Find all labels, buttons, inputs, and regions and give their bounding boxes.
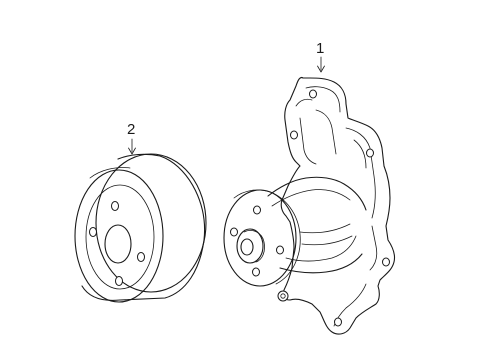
pump-neck-ridge [285,235,357,262]
callout-1: 1 [316,40,325,73]
callout-1-number: 1 [316,40,324,57]
pump-mount-hole [290,130,298,140]
pulley [74,153,207,303]
pump-body-contour [299,117,317,165]
pump-neck-ridge [299,223,351,234]
pump-body-outline [280,76,396,335]
pulley-front-face [74,169,164,303]
pump-mount-hole [382,257,390,267]
pump-shaft-boss-edge [243,230,265,263]
pump-mount-hole [334,317,342,327]
pump-mount-hole [309,89,317,99]
pulley-flange-edge [89,167,131,179]
pump-shaft [240,238,254,256]
pump-shaft-boss [236,228,264,264]
pump-hub-bolt-hole [253,205,261,215]
pump-hub-bolt-hole [276,245,284,255]
pump-neck-top [267,176,367,211]
pulley-cylinder-outline [81,153,206,301]
pump-mount-hole [277,290,289,302]
callout-2-arrowhead [128,147,136,155]
pump-body-contour [315,109,337,155]
pump-body-contour [345,127,376,219]
callout-1-arrowhead [317,65,325,73]
pump-hub-bolt-hole [252,267,260,277]
pump-body-contour [353,139,367,169]
pump-hub-bolt-hole [230,227,238,237]
pump-hub-flange [223,189,297,287]
pulley-bolt-hole [111,201,119,211]
pulley-back-rim [95,153,207,293]
pulley-center-bore [104,224,132,264]
callout-2-number: 2 [127,121,135,138]
pump-body-contour [295,98,313,107]
pump-body-contour [305,86,341,113]
pulley-bolt-hole [89,227,97,237]
pump-neck-ridge [301,235,353,246]
pump-mount-hole [366,148,374,158]
water-pump [223,76,396,335]
pulley-inner-ring [85,184,155,290]
pump-hub-flange-edge [233,189,301,285]
pulley-bolt-hole [115,276,123,286]
callout-2: 2 [127,121,136,155]
pump-neck-ridge [271,189,351,207]
pump-body-contour [369,225,378,271]
pulley-bolt-hole [137,252,145,262]
pump-mount-hole-inner [280,293,286,299]
pump-neck-bottom [279,253,363,274]
